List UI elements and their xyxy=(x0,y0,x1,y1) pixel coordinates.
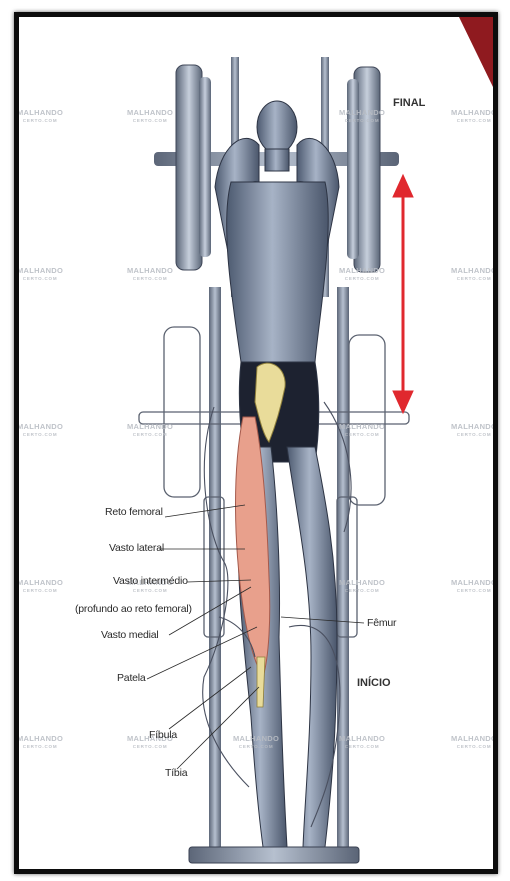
final-position-label: FINAL xyxy=(393,97,425,109)
label-vasto-intermedio-note: (profundo ao reto femoral) xyxy=(75,603,192,615)
corner-ribbon xyxy=(459,17,493,87)
foot-platform xyxy=(189,847,359,863)
label-patela: Patela xyxy=(117,672,146,684)
label-fibula: Fíbula xyxy=(149,729,177,741)
label-vasto-intermedio: Vasto intermédio xyxy=(113,575,188,587)
movement-arrow xyxy=(393,175,413,413)
label-femur: Fêmur xyxy=(367,617,396,629)
label-vasto-medial: Vasto medial xyxy=(101,629,159,641)
start-position-label: INÍCIO xyxy=(357,677,391,689)
label-vasto-lateral: Vasto lateral xyxy=(109,542,164,554)
label-reto-femoral: Reto femoral xyxy=(105,506,163,518)
label-tibia: Tíbia xyxy=(165,767,187,779)
